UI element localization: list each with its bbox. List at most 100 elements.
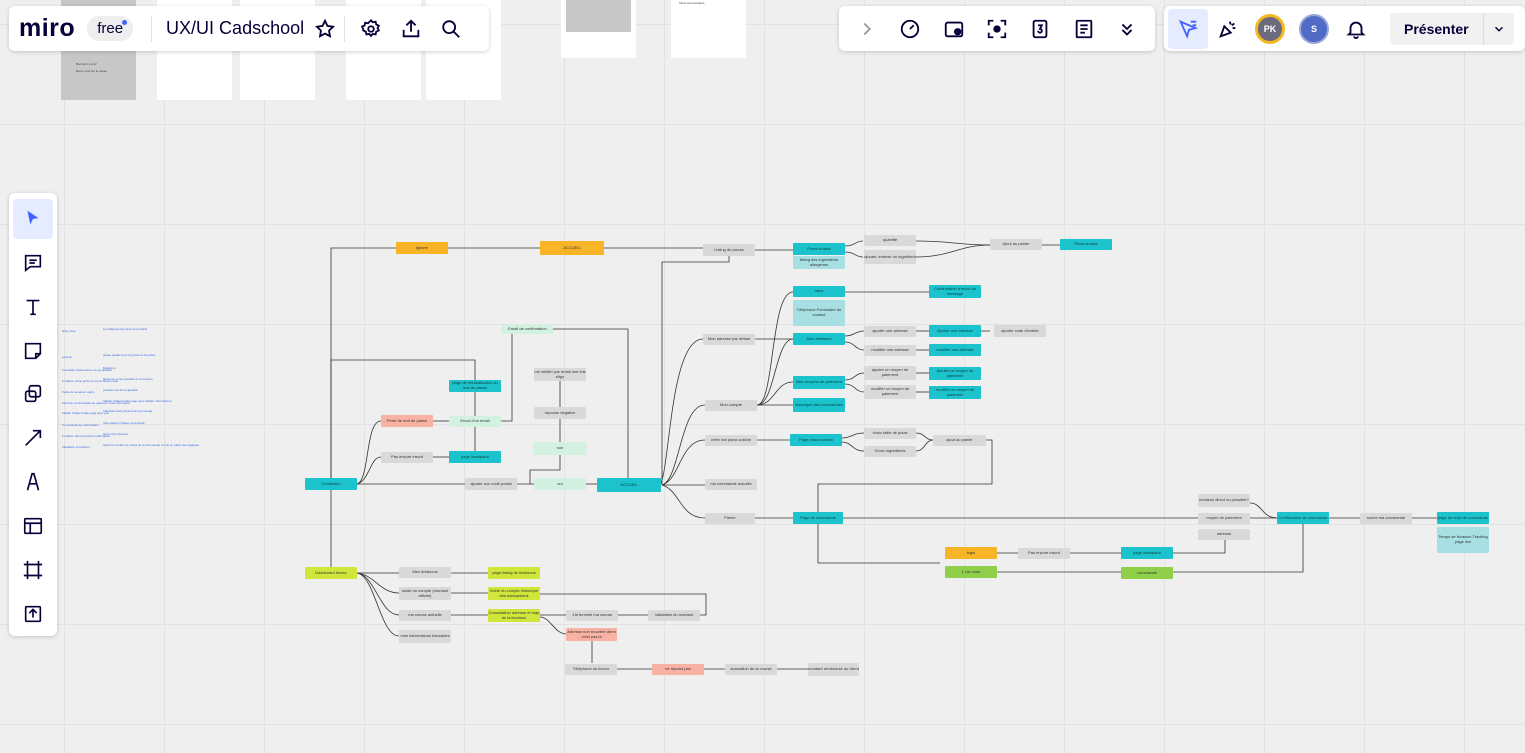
node-terminer-course[interactable]: J'ai terminé ma course [566, 610, 618, 621]
shapes-icon[interactable] [13, 375, 53, 415]
node-non[interactable]: non [534, 442, 586, 455]
text-tool-icon[interactable] [13, 287, 53, 327]
node-pizza-choisie[interactable]: Pizza choisie [793, 243, 845, 255]
node-choix-taille[interactable]: choix taille de pizza [864, 428, 916, 439]
node-confirmation-commande[interactable]: Confirmation de commande [1277, 512, 1329, 524]
node-modifier-moyen[interactable]: modifier un moyen de paiement [864, 385, 916, 399]
miro-logo[interactable]: miro [19, 14, 76, 42]
node-connexion[interactable]: Connexion [305, 478, 357, 490]
node-adresse-introuvable[interactable]: Adresse non trouvée/ client n'est pas là [566, 628, 617, 641]
node-oui[interactable]: oui [534, 478, 586, 490]
node-modifier-adresse-2[interactable]: modifier une adresse [929, 344, 981, 356]
star-icon[interactable] [314, 9, 336, 49]
focus-icon[interactable] [977, 9, 1017, 49]
node-accueil-mid[interactable]: ACCUEIL [597, 478, 661, 492]
node-email-confirmation[interactable]: Email de confirmation [502, 324, 553, 334]
share-icon[interactable] [391, 9, 431, 49]
node-confirmation-envoi[interactable]: Confirmation d'envoi du message [929, 285, 981, 298]
node-verif-email[interactable]: me vérifier par email une fois éligo [534, 368, 586, 381]
node-pas-encore-inscrit-1[interactable]: Pas encore inscrit [381, 452, 433, 463]
node-infos[interactable]: Infos [793, 286, 845, 297]
avatar-s[interactable]: S [1299, 13, 1329, 44]
node-ajouter-enlever[interactable]: ajouter, enlever un ingrédient [864, 250, 916, 264]
timer-icon[interactable] [890, 9, 930, 49]
frame-icon[interactable] [13, 550, 53, 590]
node-suivre-commande[interactable]: suivre ma commande [1360, 513, 1412, 524]
timer-number-icon[interactable] [1020, 9, 1060, 49]
node-ajouter-code[interactable]: ajouter code d'entrée [994, 325, 1046, 337]
board-title[interactable]: UX/UI Cadschool [166, 18, 305, 38]
node-solde-compte[interactable]: solde du compte (montant affiché) [399, 587, 451, 600]
node-ajouter-moyen-2[interactable]: Ajouter un moyen de paiement [929, 367, 981, 380]
node-mon-compte[interactable]: Mon compte [705, 400, 757, 411]
node-adresse[interactable]: adresse [1198, 529, 1250, 540]
chevron-down-icon[interactable] [1484, 22, 1514, 36]
node-mes-adresses[interactable]: Mes adresses [793, 333, 845, 345]
plan-badge[interactable]: free [87, 16, 134, 41]
node-creer-pizza[interactable]: créer ma pizza custom [705, 435, 757, 446]
node-envoi-email[interactable]: Envoi d'un email [449, 416, 501, 427]
present-button[interactable]: Présenter [1390, 12, 1514, 45]
settings-icon[interactable] [351, 9, 391, 49]
node-ajouter-moyen[interactable]: ajouter un moyen de paiement [864, 366, 916, 380]
line-arrow-icon[interactable] [13, 419, 53, 459]
node-listing-ingredients[interactable]: listing des ingrédients allergènes [793, 256, 845, 269]
templates-icon[interactable] [13, 506, 53, 546]
node-modifier-moyen-2[interactable]: modifier un moyen de paiement [929, 386, 981, 399]
node-perte-mdp[interactable]: Perte de mot de passe [381, 415, 433, 427]
double-chevron-down-icon[interactable] [1107, 9, 1147, 49]
card-icon[interactable] [934, 9, 974, 49]
node-moyen-paiement-check[interactable]: moyen de paiement [1198, 513, 1250, 524]
node-deja-code[interactable]: 1 clic code [945, 566, 997, 578]
node-montant-rembourse[interactable]: montant remboursé au client [808, 663, 859, 676]
sticky-note-icon[interactable] [13, 331, 53, 371]
node-listing-pizzas[interactable]: Listing de pizzas [703, 244, 755, 256]
cursor-icon[interactable] [1168, 8, 1208, 49]
node-page-inscription-2[interactable]: page inscription [1121, 547, 1173, 559]
comment-tool-icon[interactable] [13, 243, 53, 283]
node-moyens-paiement[interactable]: Mes moyens de paiement [793, 376, 845, 389]
node-ajouter-code-postal[interactable]: ajouter son code postal [465, 478, 517, 490]
node-ajout-panier-2[interactable]: ajout au panier [933, 435, 986, 446]
node-telephone-form[interactable]: Téléphone Formulaire de contact [793, 300, 845, 326]
node-page-inscription-1[interactable]: page inscription [449, 451, 501, 463]
upload-icon[interactable] [13, 594, 53, 634]
node-livraison-domicile[interactable]: livraison direct ou possible? [1198, 494, 1250, 507]
node-choix-ingredients[interactable]: Choix ingrédients [864, 446, 916, 457]
notes-icon[interactable] [1064, 9, 1104, 49]
node-temps-livraison[interactable]: Temps de livraison Tracking page live [1437, 527, 1489, 553]
select-tool-icon[interactable] [13, 199, 53, 239]
node-pizza-choisie-2[interactable]: Pizza choisie [1060, 239, 1112, 250]
node-modifier-adresse[interactable]: modifier une adresse [864, 345, 916, 356]
node-consultation-adresse[interactable]: Consultation adresse et map de la livrai… [488, 609, 540, 622]
avatar-pk[interactable]: PK [1255, 13, 1285, 44]
node-panier[interactable]: Panier [705, 513, 755, 524]
node-page-commande[interactable]: Page de commande [793, 512, 843, 524]
pen-icon[interactable] [13, 462, 53, 502]
node-reponse-negative[interactable]: réponse négative [534, 407, 586, 419]
node-course-actuelle[interactable]: ma course actuelle [399, 610, 451, 621]
node-historique[interactable]: historique des commandes [793, 398, 845, 412]
node-validation-montant[interactable]: Validation du montant [648, 610, 700, 621]
search-icon[interactable] [431, 9, 471, 49]
node-telephone-livreur[interactable]: Téléphone du livreur [565, 664, 617, 675]
node-login[interactable]: login [945, 547, 997, 559]
node-pas-encore-inscrit-2[interactable]: Pas encore inscrit [1018, 548, 1070, 559]
node-page-reinit[interactable]: page de réinitialisation du mot de passe [449, 380, 501, 392]
bell-icon[interactable] [1336, 9, 1376, 49]
node-mon-adresse-defaut[interactable]: Mon adresse par défaut [703, 334, 755, 345]
node-annulation-course[interactable]: annulation de la course [725, 664, 777, 675]
node-dashboard-livreur[interactable]: Dashboard livreur [305, 567, 357, 579]
node-mes-infos-bancaires[interactable]: mes informations bancaires [399, 630, 451, 643]
node-commande[interactable]: commande [1121, 567, 1173, 579]
node-page-pizza-custom[interactable]: Page pizza custom [790, 434, 842, 446]
node-mes-livraisons[interactable]: Mes livraisons [399, 567, 451, 578]
node-ne-repond-pas[interactable]: ne répond pas [652, 664, 704, 675]
node-accueil-top[interactable]: ACCUEIL [540, 241, 604, 255]
node-commande-actuelle[interactable]: ma commande actuelle [705, 479, 757, 490]
node-quantite[interactable]: quantité [864, 235, 916, 246]
node-ajouter-adresse-2[interactable]: Ajouter une adresse [929, 325, 981, 337]
node-ignorer[interactable]: ignorer [396, 242, 448, 254]
node-page-listing-livraisons[interactable]: page listing de livraisons [488, 567, 540, 579]
node-ajout-panier-1[interactable]: Ajout au panier [990, 239, 1042, 250]
